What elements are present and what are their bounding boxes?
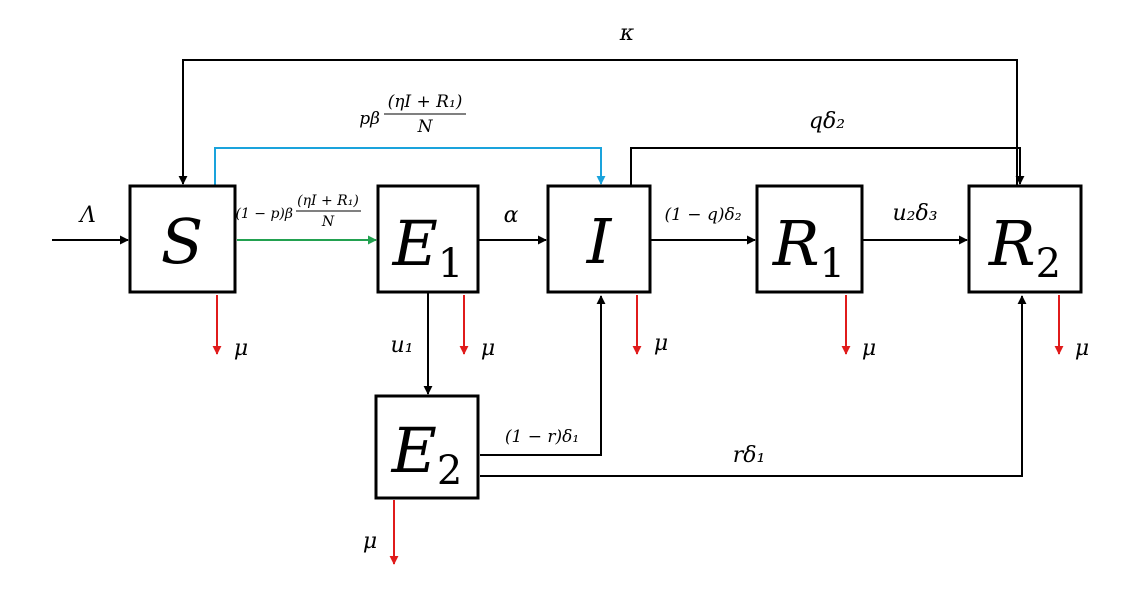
mu-label-s: μ xyxy=(234,336,248,361)
svg-text:N: N xyxy=(417,117,434,137)
u2-delta3-label: u₂δ₃ xyxy=(892,201,937,226)
recruitment-label: Λ xyxy=(78,203,96,228)
compartment-e2: E2 xyxy=(374,394,480,500)
mu-label-i: μ xyxy=(654,331,668,356)
svg-text:N: N xyxy=(321,214,335,230)
compartment-s: S xyxy=(128,184,237,294)
direct-infection-arrow xyxy=(214,147,606,185)
mu-label-r2: μ xyxy=(1075,336,1089,361)
svg-text:(ηI + R₁): (ηI + R₁) xyxy=(388,92,463,112)
svg-text:R1: R1 xyxy=(772,207,845,287)
svg-text:(ηI + R₁): (ηI + R₁) xyxy=(297,193,359,209)
compartment-i: I xyxy=(546,184,652,294)
e2-to-i-label: (1 − r)δ₁ xyxy=(505,427,579,447)
r-delta1-label: rδ₁ xyxy=(733,443,766,468)
direct-infection-label: pβ (ηI + R₁) N xyxy=(359,92,466,137)
e2-to-i-arrow xyxy=(480,295,606,456)
q-delta2-arrow xyxy=(630,147,1025,185)
compartment-e1: E1 xyxy=(376,184,480,294)
u1-label: u₁ xyxy=(391,333,414,358)
svg-text:E1: E1 xyxy=(392,207,464,287)
q-delta2-label: qδ₂ xyxy=(809,109,845,134)
compartment-r2: R2 xyxy=(967,184,1083,294)
kappa-label: κ xyxy=(619,21,635,46)
svg-text:(1 − p)β: (1 − p)β xyxy=(235,206,293,222)
svg-text:E2: E2 xyxy=(391,414,463,494)
svg-text:S: S xyxy=(161,205,203,278)
mu-label-r1: μ xyxy=(862,336,876,361)
svg-text:pβ: pβ xyxy=(359,109,380,129)
kappa-arrow xyxy=(178,59,1018,185)
svg-text:R2: R2 xyxy=(988,207,1061,287)
compartment-r1: R1 xyxy=(755,184,864,294)
svg-text:I: I xyxy=(586,205,613,278)
exposure-label: (1 − p)β (ηI + R₁) N xyxy=(235,193,361,230)
mu-label-e1: μ xyxy=(481,336,495,361)
alpha-label: α xyxy=(504,203,519,228)
i-to-r1-label: (1 − q)δ₂ xyxy=(664,205,741,225)
mu-label-e2: μ xyxy=(363,529,377,554)
r-delta1-arrow xyxy=(480,295,1027,477)
